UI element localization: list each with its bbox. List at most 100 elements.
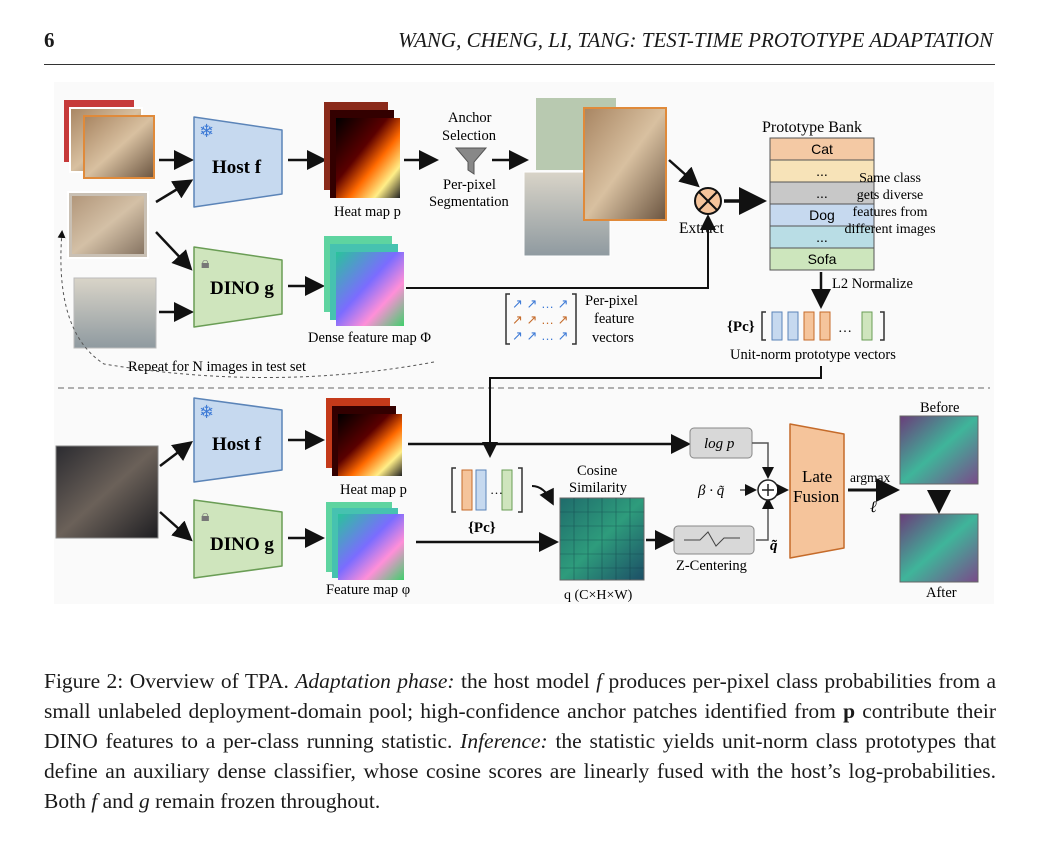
prototype-set-top: {Pc} [727,319,755,335]
logp-label: log p [704,436,735,452]
host-label-bottom: Host f [212,434,262,455]
snowflake-icon: ❄ [199,402,214,422]
caption-prefix: Figure 2: Overview of TPA. [44,669,296,693]
bank-row-label: ... [816,163,828,179]
cosine-matrix-grid [560,498,644,580]
bank-note-2: gets diverse [857,188,923,203]
arrow-z-plus [756,497,774,541]
arrow-logp-plus [752,442,774,479]
per-pixel-vectors-1: Per-pixel [585,293,638,309]
tpa-overview-figure: Repeat for N images in test set ❄ Host f… [54,82,994,604]
l2-normalize-label: L2 Normalize [832,276,913,292]
dino-block-top: 🔒︎ DINO g [193,246,283,328]
dino-label-bottom: DINO g [210,534,274,555]
svg-text:↗ ↗ … ↗: ↗ ↗ … ↗ [512,312,569,327]
bank-row-label: Dog [809,207,835,223]
page-number: 6 [44,28,55,52]
prototype-set-bottom: {Pc} [468,520,496,536]
z-curve-icon [684,531,740,547]
extract-multiply-icon [694,187,722,215]
extract-label: Extract [679,220,724,237]
q-tilde-label: q̃ [770,538,778,554]
bank-row-label: Cat [811,141,833,157]
svg-text:↗ ↗ … ↗: ↗ ↗ … ↗ [512,296,569,311]
arrow-dense-extract [406,214,716,289]
dino-label-top: DINO g [210,278,274,299]
dense-feature-label: Dense feature map Φ [308,330,431,346]
feature-map-bottom [326,502,404,580]
caption-adapt-label: Adaptation phase: [295,669,455,693]
arrow-prototypes-down [482,366,822,458]
prototype-bank-title: Prototype Bank [762,119,862,136]
z-centering-label: Z-Centering [676,558,747,574]
caption-f: f [596,669,603,693]
ell-label: ℓ [870,499,877,516]
heatmap-label-top: Heat map p [334,204,401,220]
cosine-label-1: Cosine [577,463,617,479]
arrow-test-dino [159,511,193,542]
feature-map-label: Feature map φ [326,582,410,598]
svg-text:↗ ↗ … ↗: ↗ ↗ … ↗ [512,328,569,343]
arrow-img2-host [155,179,194,204]
figure-caption: Figure 2: Overview of TPA. Adaptation ph… [44,666,996,816]
host-block-bottom: ❄ Host f [193,397,283,483]
repeat-label: Repeat for N images in test set [128,359,306,375]
heatmap-label-bottom: Heat map p [340,482,407,498]
prototype-vectors-bottom: … [451,467,523,513]
lock-icon: 🔒︎ [201,508,210,525]
plus-icon [757,479,779,501]
after-image [899,513,979,583]
bank-note-1: Same class [859,171,921,186]
caption-part4: the statistic yields unit-norm class pro… [44,729,996,813]
bank-row-label: ... [816,185,828,201]
caption-infer-label: Inference: [460,729,548,753]
per-pixel-seg-1: Per-pixel [443,177,496,193]
caption-g: g [138,789,150,813]
svg-text:…: … [838,321,852,336]
caption-p: p [843,699,856,723]
prototype-bank: Cat......Dog...Sofa [769,137,875,271]
dino-block-bottom: 🔒︎ DINO g [193,499,283,579]
test-image [55,445,159,539]
funnel-icon [454,147,488,175]
prototype-vectors-icon: … [761,311,885,341]
caption-part2: produces per-pixel class probabilities f… [44,669,997,723]
z-centering-box [673,525,755,555]
bank-note-4: different images [844,222,935,237]
anchor-label-1: Anchor [448,110,492,126]
arrow-test-host [159,440,193,467]
q-size-label: q (C×H×W) [564,588,633,603]
repeat-loop-arrow [57,230,435,379]
unit-norm-label: Unit-norm prototype vectors [730,347,896,363]
per-pixel-vectors-3: vectors [592,330,634,346]
caption-part3: contribute their DINO features to a per-… [44,699,996,753]
arrow-anchor-extract [668,159,700,188]
anchor-label-2: Selection [442,128,497,144]
header-rule [44,64,995,65]
per-pixel-vectors-2: feature [594,311,634,327]
cosine-label-2: Similarity [569,480,628,496]
beta-q-label: β · q̃ [697,483,725,499]
late-fusion-2: Fusion [793,487,840,506]
late-fusion-1: Late [802,467,832,486]
before-image [899,415,979,485]
caption-f2: f [91,789,98,813]
lock-icon: 🔒︎ [201,255,210,272]
input-images-top [64,100,157,349]
anchor-images [523,98,667,257]
before-label: Before [920,400,959,416]
snowflake-icon: ❄ [199,121,214,141]
caption-part5: and [97,789,139,813]
after-label: After [926,585,957,601]
svg-text:…: … [490,482,503,497]
per-pixel-seg-2: Segmentation [429,194,509,210]
heatmap-bottom [326,398,402,476]
host-block-top: ❄ Host f [193,116,283,208]
bank-row [769,247,875,271]
dense-feature-map [324,236,404,326]
arrow-protos-cosine [531,485,554,506]
caption-part1: the host model [454,669,597,693]
bank-row-label: ... [816,229,828,245]
caption-part6: remain frozen throughout. [149,789,381,813]
running-title: WANG, CHENG, LI, TANG: TEST-TIME PROTOTY… [398,28,993,52]
